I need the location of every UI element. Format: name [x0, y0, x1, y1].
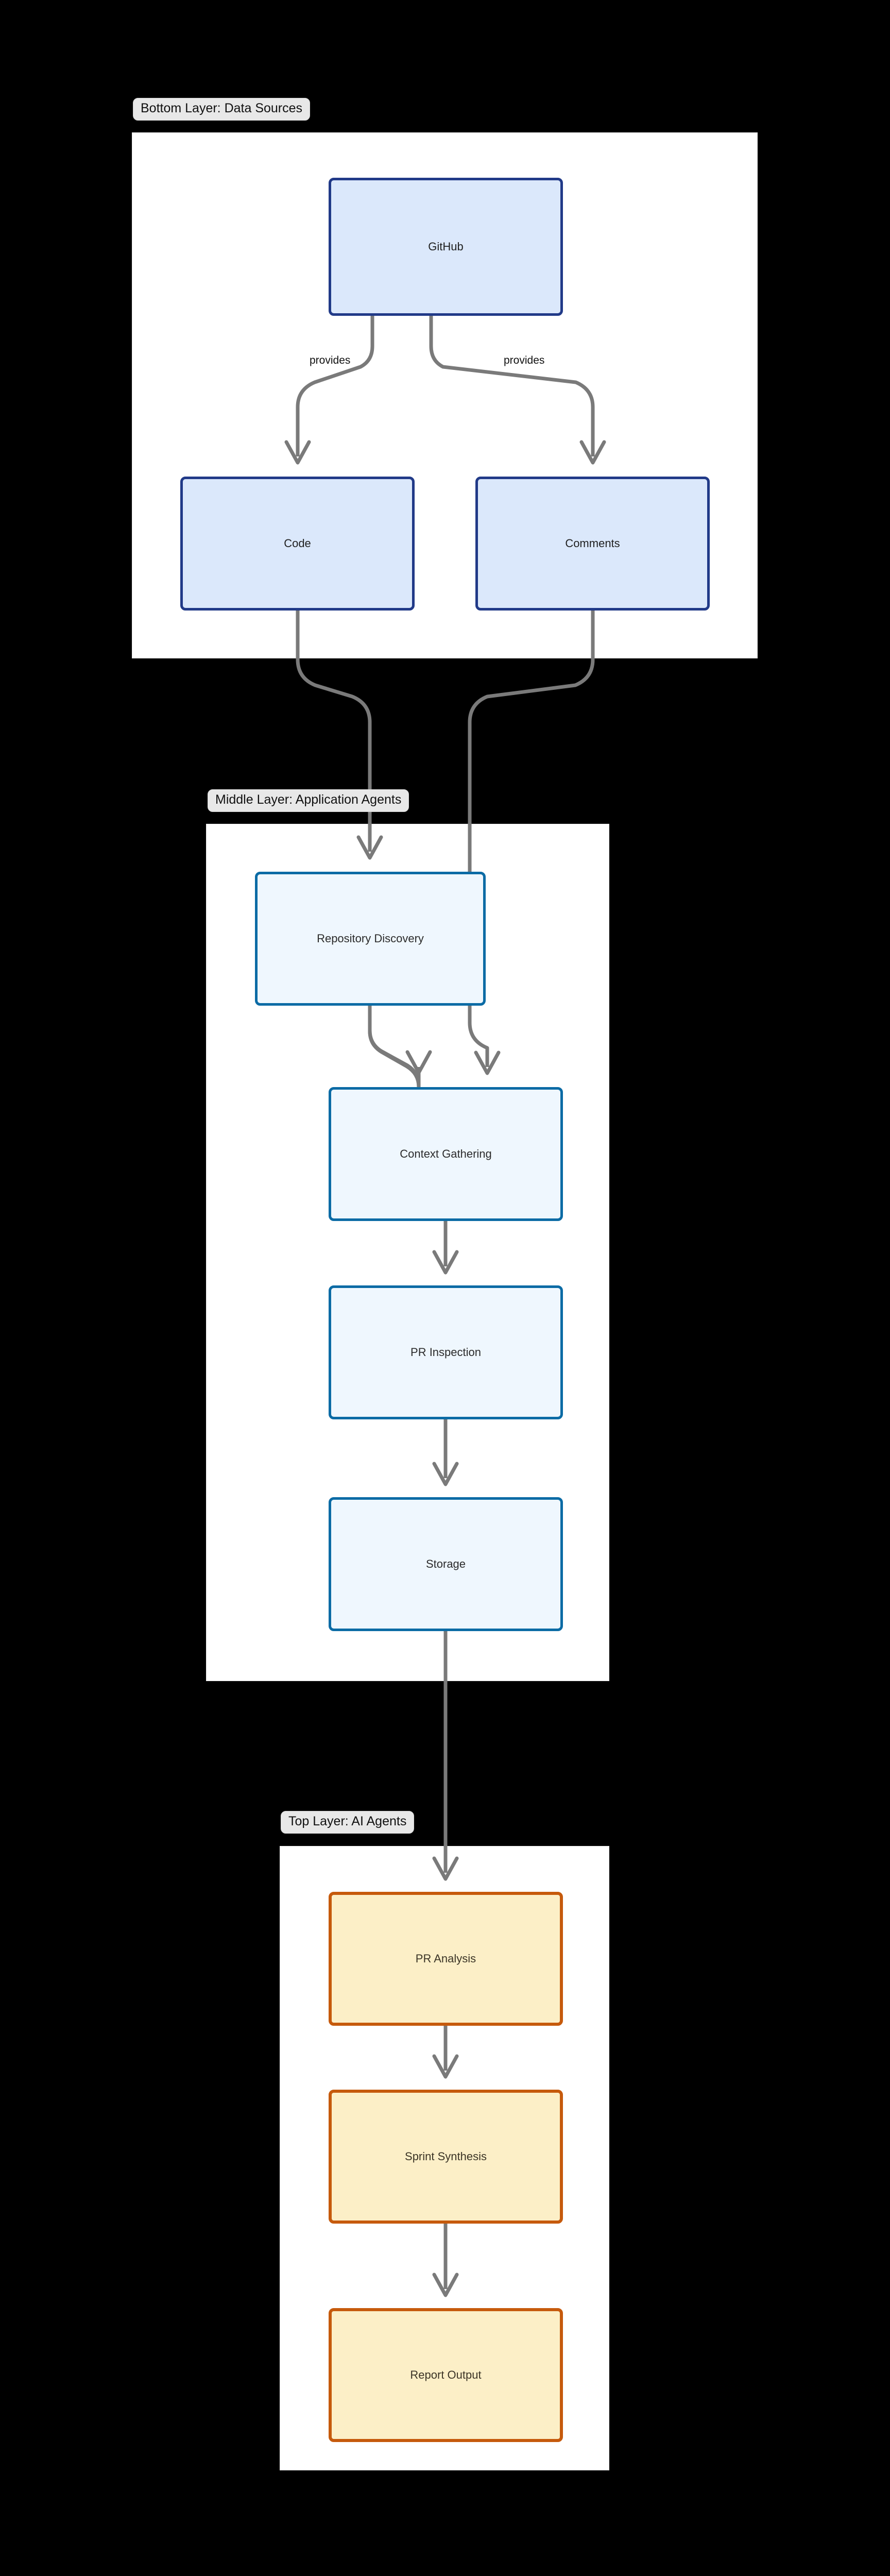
node-storage[interactable]: Storage [329, 1497, 563, 1631]
cluster-label-middle-layer: Middle Layer: Application Agents [208, 789, 409, 812]
cluster-label-bottom-layer: Bottom Layer: Data Sources [133, 98, 311, 121]
cluster-label-top-layer: Top Layer: AI Agents [281, 1811, 415, 1834]
node-report-output-label: Report Output [410, 2368, 482, 2382]
node-context-gathering[interactable]: Context Gathering [329, 1087, 563, 1221]
node-comments-label: Comments [565, 537, 620, 550]
node-repository-discovery-label: Repository Discovery [317, 932, 424, 945]
node-pr-inspection-label: PR Inspection [410, 1346, 481, 1359]
node-comments[interactable]: Comments [475, 477, 710, 611]
node-report-output[interactable]: Report Output [329, 2308, 563, 2442]
node-sprint-synthesis-label: Sprint Synthesis [405, 2150, 487, 2163]
node-repository-discovery[interactable]: Repository Discovery [255, 872, 486, 1006]
node-pr-inspection[interactable]: PR Inspection [329, 1285, 563, 1419]
node-context-gathering-label: Context Gathering [400, 1147, 492, 1161]
node-code[interactable]: Code [180, 477, 415, 611]
node-storage-label: Storage [425, 1557, 466, 1571]
node-pr-analysis-label: PR Analysis [415, 1952, 476, 1965]
node-pr-analysis[interactable]: PR Analysis [329, 1892, 563, 2026]
node-github-label: GitHub [428, 240, 464, 253]
edge-label-provides-right: provides [504, 354, 545, 366]
node-github[interactable]: GitHub [329, 178, 563, 316]
node-sprint-synthesis[interactable]: Sprint Synthesis [329, 2090, 563, 2224]
node-code-label: Code [284, 537, 311, 550]
edge-label-provides-left: provides [310, 354, 351, 366]
